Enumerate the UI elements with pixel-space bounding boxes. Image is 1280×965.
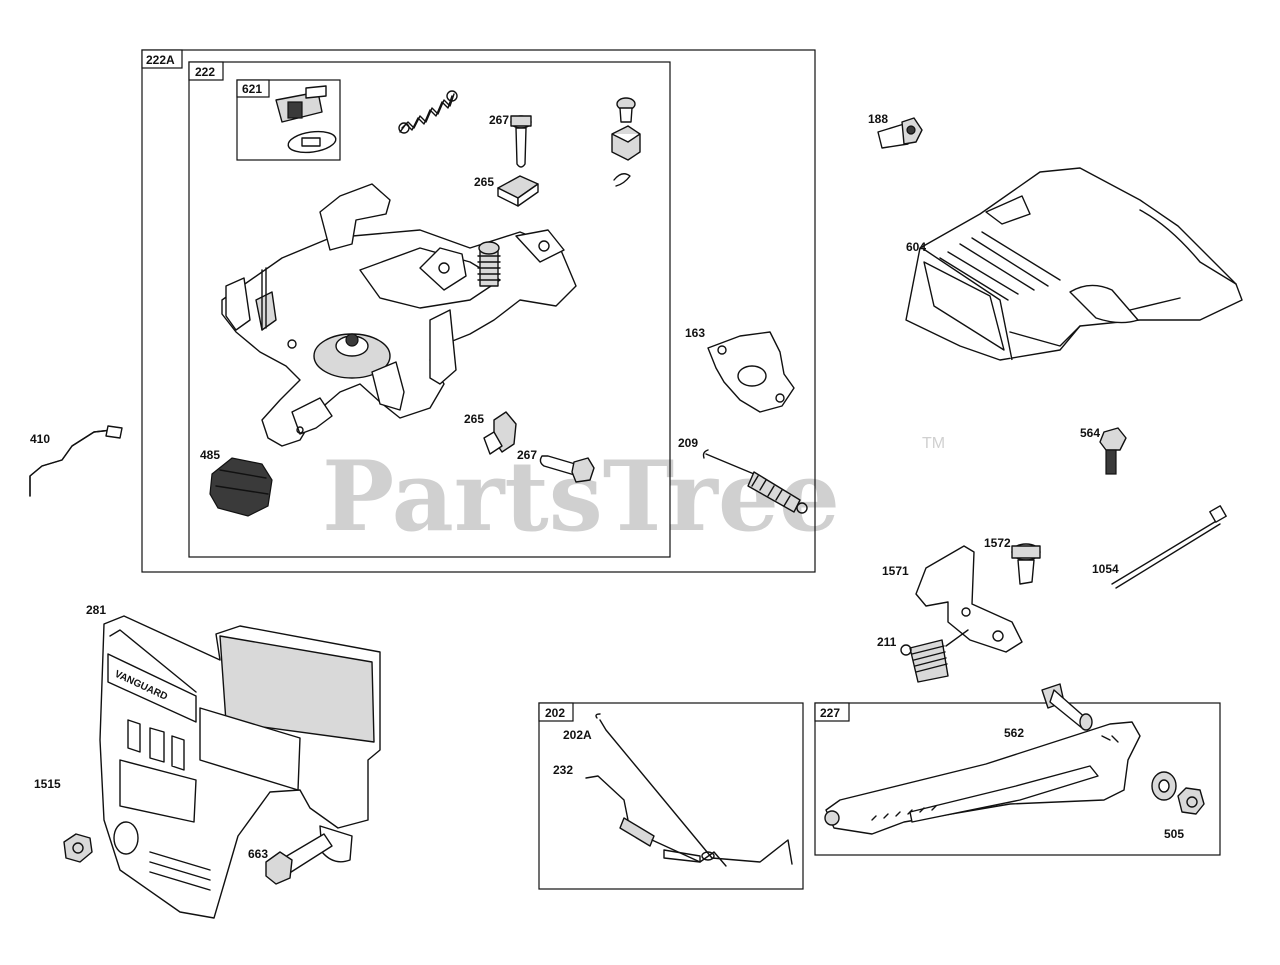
- gasket-163[interactable]: [707, 331, 795, 413]
- clip-265-upper[interactable]: [497, 175, 539, 207]
- bolt-267-lower[interactable]: [539, 455, 595, 483]
- callout-267-upper[interactable]: 267: [489, 113, 509, 127]
- callout-604[interactable]: 604: [906, 240, 926, 254]
- kit-label-227: 227: [820, 706, 840, 720]
- governor-spring-part[interactable]: [398, 90, 458, 134]
- bolt-564[interactable]: [1099, 427, 1127, 475]
- callout-267-lower[interactable]: 267: [517, 448, 537, 462]
- cable-tie-1054[interactable]: [1111, 505, 1227, 589]
- callout-211[interactable]: 211: [877, 635, 897, 649]
- spring-211[interactable]: [900, 629, 969, 683]
- bolt-267-upper[interactable]: [510, 115, 532, 168]
- nut-505[interactable]: [1177, 787, 1205, 815]
- control-bracket-assembly[interactable]: [221, 183, 577, 447]
- callout-1572[interactable]: 1572: [984, 536, 1011, 550]
- callout-281[interactable]: 281: [86, 603, 106, 617]
- callout-265-upper[interactable]: 265: [474, 175, 494, 189]
- kit-label-222A: 222A: [146, 53, 175, 67]
- watermark-trademark: TM: [922, 435, 945, 452]
- callout-1054[interactable]: 1054: [1092, 562, 1119, 576]
- throttle-rod-part[interactable]: [595, 713, 793, 865]
- callout-505[interactable]: 505: [1164, 827, 1184, 841]
- washer-part[interactable]: [1151, 771, 1177, 801]
- callout-562[interactable]: 562: [1004, 726, 1024, 740]
- clip-265-lower[interactable]: [483, 411, 517, 455]
- callout-1515[interactable]: 1515: [34, 777, 61, 791]
- bolt-663[interactable]: [265, 833, 333, 885]
- callout-232[interactable]: 232: [553, 763, 573, 777]
- choke-cable-part[interactable]: [585, 775, 727, 867]
- screw-knob-part[interactable]: [611, 97, 641, 187]
- kit-box-222[interactable]: 222: [188, 61, 671, 558]
- spring-209[interactable]: [702, 449, 808, 514]
- kit-label-222: 222: [195, 65, 215, 79]
- callout-265-lower[interactable]: 265: [464, 412, 484, 426]
- callout-663[interactable]: 663: [248, 847, 268, 861]
- foam-pad-485[interactable]: [209, 457, 273, 517]
- link-rod-410[interactable]: [29, 425, 123, 497]
- callout-485[interactable]: 485: [200, 448, 220, 462]
- bolt-1572[interactable]: [1011, 543, 1041, 585]
- pin-562[interactable]: [1041, 683, 1093, 731]
- callout-1571[interactable]: 1571: [882, 564, 909, 578]
- callout-163[interactable]: 163: [685, 326, 705, 340]
- air-cleaner-cover-604[interactable]: [905, 167, 1243, 361]
- bolt-188[interactable]: [877, 117, 923, 149]
- watermark-text: PartsTree: [322, 440, 840, 553]
- kit-box-202[interactable]: 202: [538, 702, 804, 890]
- callout-410[interactable]: 410: [30, 432, 50, 446]
- bracket-1571[interactable]: [915, 545, 1023, 653]
- speed-lever-part[interactable]: [824, 721, 1141, 835]
- control-cover-281[interactable]: VANGUARD: [99, 615, 381, 919]
- kit-label-621: 621: [242, 82, 262, 96]
- callout-202A[interactable]: 202A: [563, 728, 592, 742]
- callout-564[interactable]: 564: [1080, 426, 1100, 440]
- kit-box-227[interactable]: 227: [814, 683, 1221, 856]
- callout-188[interactable]: 188: [868, 112, 888, 126]
- nut-1515[interactable]: [63, 833, 93, 863]
- kit-box-621[interactable]: 621: [236, 79, 341, 161]
- kit-box-222A[interactable]: 222A: [141, 49, 816, 573]
- callout-209[interactable]: 209: [678, 436, 698, 450]
- brake-pad-part[interactable]: [275, 85, 337, 155]
- kit-label-202: 202: [545, 706, 565, 720]
